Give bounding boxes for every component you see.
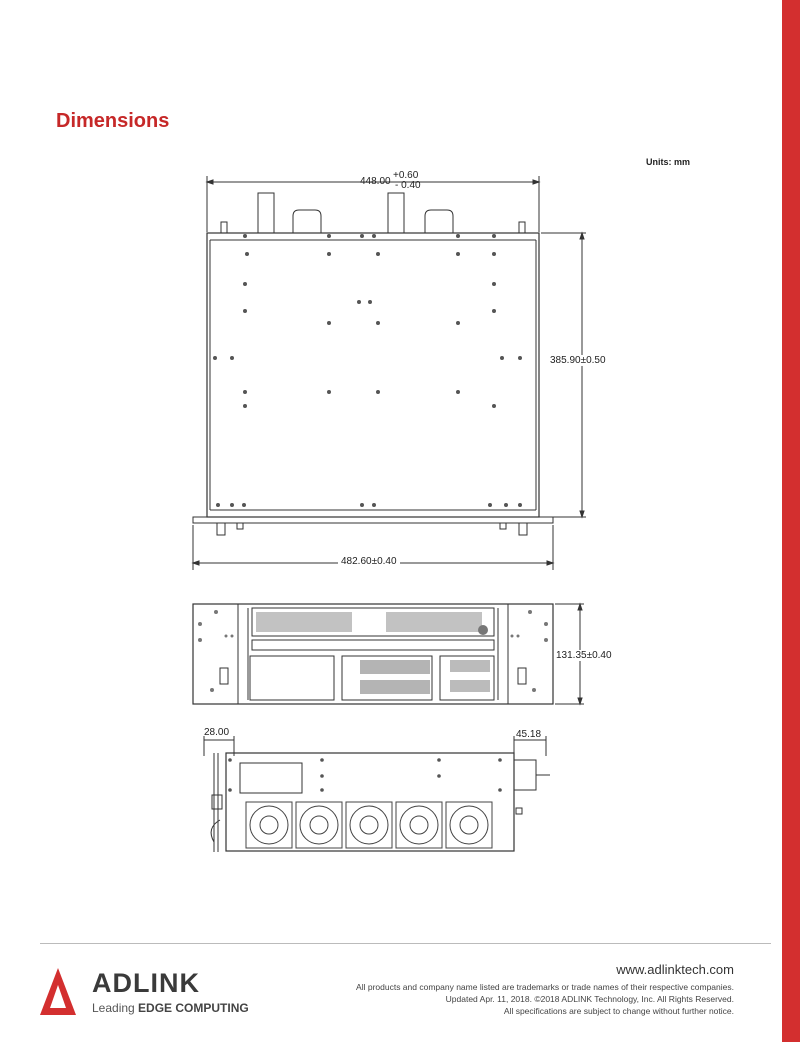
legal-notice: All specifications are subject to change…: [503, 1006, 734, 1016]
legal-trademarks: All products and company name listed are…: [356, 982, 734, 992]
side-chassis-outline: [225, 752, 515, 852]
tagline-bold: EDGE COMPUTING: [138, 1001, 249, 1015]
tagline-prefix: Leading: [92, 1001, 139, 1015]
brand-name: ADLINK: [92, 968, 200, 998]
adlink-logo-icon: [40, 968, 76, 1015]
width-dim-label: 448.00: [360, 176, 391, 187]
right-offset-dim-label: 45.18: [516, 729, 542, 740]
chassis-top-outline: [206, 232, 540, 518]
height-dim-label: 131.35±0.40: [556, 650, 612, 661]
units-label: Units: mm: [646, 157, 691, 167]
brand-tagline: Leading EDGE COMPUTING: [92, 1001, 249, 1015]
handle-left: [292, 209, 322, 233]
website-link[interactable]: www.adlinktech.com: [616, 962, 734, 977]
legal-copyright: Updated Apr. 11, 2018. ©2018 ADLINK Tech…: [445, 994, 734, 1004]
footer-divider: [40, 943, 771, 944]
front-panel-outline: [192, 603, 554, 705]
page-title: Dimensions: [56, 110, 170, 132]
left-offset-dim-label: 28.00: [204, 727, 230, 738]
rack-ears: [192, 516, 554, 524]
front-vent-area: [251, 607, 495, 637]
depth-dim-label: 385.90±0.50: [550, 355, 606, 366]
width-tolerance-minus: - 0.40: [395, 180, 421, 191]
connector-right: [387, 192, 405, 234]
handle-right: [424, 209, 454, 233]
overall-width-dim-label: 482.60±0.40: [338, 556, 400, 567]
width-tolerance-plus: +0.60: [393, 170, 419, 181]
connector-left: [257, 192, 275, 234]
fan-row: [245, 801, 493, 849]
accent-side-bar: [782, 0, 800, 1042]
side-label-plate: [239, 762, 303, 794]
